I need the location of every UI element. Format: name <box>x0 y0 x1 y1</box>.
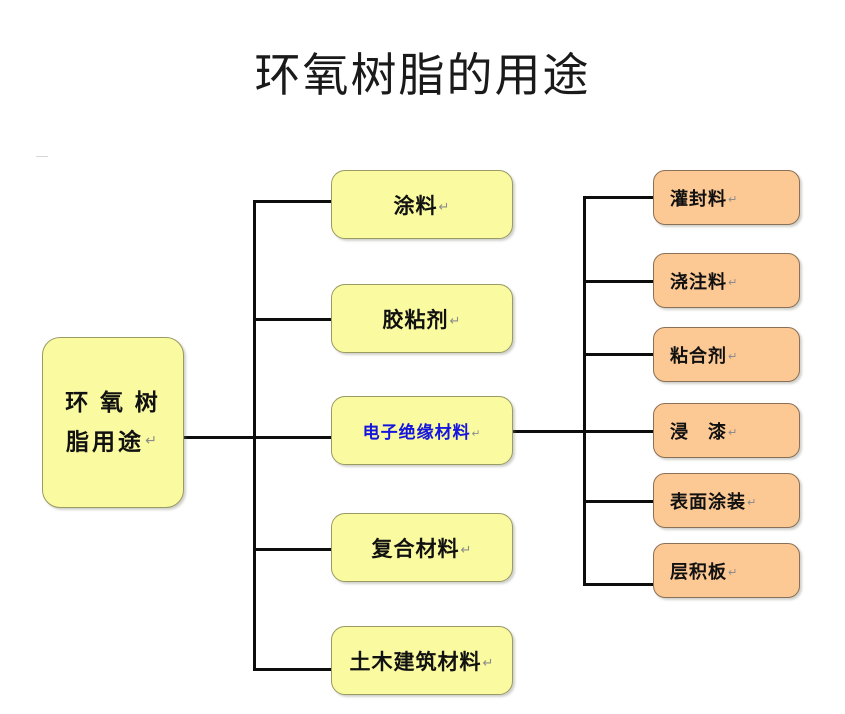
node-l2-label: 涂料↵ <box>393 193 451 218</box>
pilcrow-icon: ↵ <box>145 432 160 449</box>
node-l3-label: 浇注料↵ <box>670 271 739 292</box>
pilcrow-icon: ↵ <box>728 275 739 289</box>
connector-branch-l2-2 <box>253 318 333 321</box>
node-l2-civil-construction-material[interactable]: 土木建筑材料↵ <box>331 626 513 695</box>
node-l2-adhesive[interactable]: 胶粘剂↵ <box>331 284 513 353</box>
node-l3-surface-coating[interactable]: 表面涂装↵ <box>653 473 800 528</box>
connector-branch-l3-1 <box>583 196 655 199</box>
connector-l2-to-right-trunk <box>512 430 586 433</box>
pilcrow-icon: ↵ <box>747 495 758 509</box>
node-root-epoxy-uses[interactable]: 环 氧 树脂用途↵ <box>42 337 184 508</box>
connector-branch-l2-5 <box>253 668 333 671</box>
pilcrow-icon: ↵ <box>728 425 739 439</box>
connector-trunk-left <box>253 200 256 671</box>
connector-branch-l3-5 <box>583 500 655 503</box>
pilcrow-icon: ↵ <box>449 313 462 329</box>
pilcrow-icon: ↵ <box>438 199 451 215</box>
node-l2-electronic-insulation[interactable]: 电子绝缘材料↵ <box>331 396 513 465</box>
pilcrow-icon: ↵ <box>728 565 739 579</box>
connector-trunk-right <box>583 196 586 586</box>
stray-tick-mark <box>36 156 48 157</box>
page-title: 环氧树脂的用途 <box>254 50 591 101</box>
node-l3-label: 表面涂装↵ <box>670 491 758 512</box>
node-l3-casting-compound[interactable]: 浇注料↵ <box>653 253 800 308</box>
pilcrow-icon: ↵ <box>460 542 473 558</box>
node-root-label: 环 氧 树脂用途↵ <box>65 389 161 455</box>
connector-branch-l2-3 <box>253 436 333 439</box>
node-l3-binder[interactable]: 粘合剂↵ <box>653 327 800 382</box>
node-l2-coating[interactable]: 涂料↵ <box>331 170 513 239</box>
connector-branch-l2-4 <box>253 548 333 551</box>
connector-root-to-trunk <box>184 436 256 439</box>
node-l3-label: 灌封料↵ <box>670 188 739 209</box>
node-l3-impregnating-varnish[interactable]: 浸 漆↵ <box>653 403 800 458</box>
connector-branch-l3-2 <box>583 280 655 283</box>
pilcrow-icon: ↵ <box>728 349 739 363</box>
node-l2-composite-material[interactable]: 复合材料↵ <box>331 513 513 582</box>
node-l3-label: 浸 漆↵ <box>670 421 739 442</box>
node-l3-label: 粘合剂↵ <box>670 345 739 366</box>
connector-branch-l3-4 <box>583 430 655 433</box>
node-l2-label: 土木建筑材料↵ <box>349 649 495 674</box>
connector-branch-l3-6 <box>583 583 655 586</box>
connector-branch-l3-3 <box>583 353 655 356</box>
node-l3-potting-compound[interactable]: 灌封料↵ <box>653 170 800 225</box>
node-l3-laminate-board[interactable]: 层积板↵ <box>653 543 800 598</box>
pilcrow-icon: ↵ <box>471 427 482 440</box>
node-l2-label: 电子绝缘材料↵ <box>362 423 482 442</box>
node-l3-label: 层积板↵ <box>670 561 739 582</box>
node-l2-label: 胶粘剂↵ <box>382 307 462 332</box>
pilcrow-icon: ↵ <box>482 655 495 671</box>
node-l2-label: 复合材料↵ <box>371 536 473 561</box>
pilcrow-icon: ↵ <box>728 192 739 206</box>
connector-branch-l2-1 <box>253 200 333 203</box>
